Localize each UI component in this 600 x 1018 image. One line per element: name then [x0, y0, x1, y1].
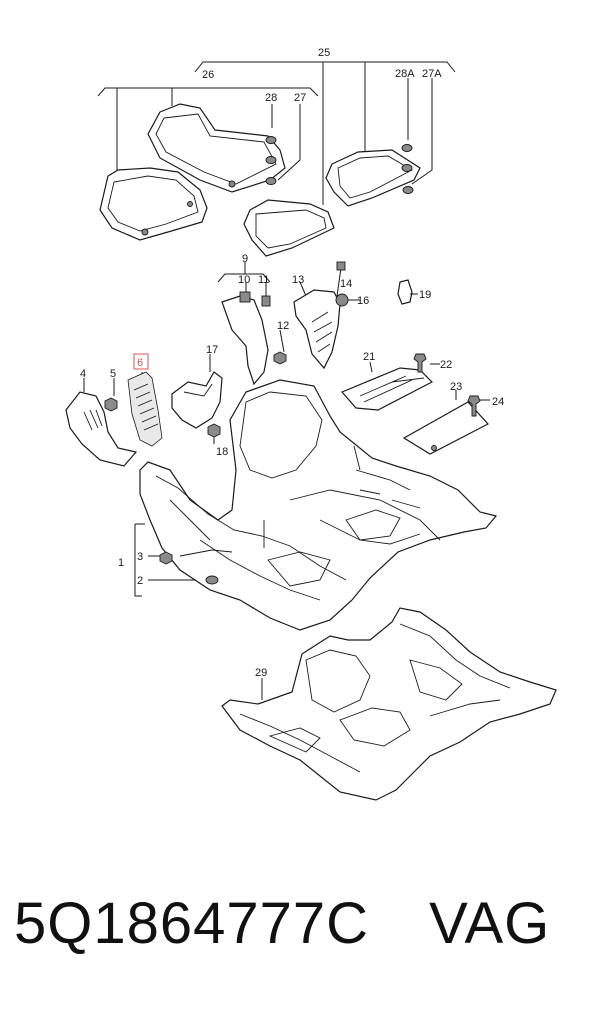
- callout-13: 13: [292, 274, 304, 286]
- floor-mat-front-left: [99, 167, 208, 241]
- pedal-bracket: [221, 295, 269, 386]
- footrest-plate: [127, 371, 163, 447]
- floor-carpet-29: [221, 607, 557, 801]
- clip-10-icon: [239, 291, 251, 303]
- callout-2: 2: [137, 575, 143, 587]
- clip-icon: [265, 156, 277, 164]
- floor-carpet: [139, 379, 498, 631]
- callout-14: 14: [340, 278, 352, 290]
- bracket-19: [397, 279, 413, 305]
- accelerator-pedal: [293, 289, 341, 370]
- callout-24: 24: [492, 396, 504, 408]
- part-number-code: 5Q1864777C: [14, 891, 370, 956]
- nut-3-icon: [159, 551, 173, 565]
- callout-labels: 25 26 28 27 28A 27A 9 10 11 12 13 14 16 …: [80, 47, 504, 679]
- footrest-bracket: [65, 391, 138, 467]
- callout-6-highlighted: 6: [137, 357, 143, 369]
- callout-19: 19: [419, 289, 431, 301]
- callout-1: 1: [118, 557, 124, 569]
- callout-4: 4: [80, 368, 86, 380]
- floor-mat-rear-left: [243, 199, 335, 257]
- callout-16: 16: [357, 295, 369, 307]
- callout-17: 17: [206, 344, 218, 356]
- callout-11: 11: [258, 274, 269, 286]
- clip-24-icon: [467, 395, 481, 417]
- nut-18-icon: [207, 423, 221, 438]
- callout-10: 10: [238, 274, 250, 286]
- clip-22-icon: [413, 353, 427, 373]
- insulation-pad-21: [340, 367, 434, 411]
- pedal-group: [217, 261, 418, 386]
- exploded-parts-diagram: 25 26 28 27 28A 27A 9 10 11 12 13 14 16 …: [65, 47, 557, 801]
- floor-mats-group: [97, 61, 456, 257]
- callout-5: 5: [110, 368, 116, 380]
- mat-fixing-icon: [141, 228, 149, 236]
- brand-name: VAG: [429, 891, 551, 956]
- floor-mat-front-right: [147, 103, 286, 193]
- clip-28-icon: [265, 136, 277, 144]
- floor-mat-rear-right: [325, 149, 421, 207]
- callout-28A: 28A: [395, 68, 415, 80]
- callout-26: 26: [202, 69, 214, 81]
- callout-27A: 27A: [422, 68, 442, 80]
- callout-21: 21: [363, 351, 375, 363]
- heat-shield-bracket: [171, 371, 223, 429]
- callout-28: 28: [265, 92, 277, 104]
- highlight-box: [133, 353, 149, 370]
- clip-27A-icon: [402, 186, 414, 194]
- plug-2-icon: [205, 575, 219, 585]
- callout-18: 18: [216, 446, 228, 458]
- callout-9: 9: [242, 253, 248, 265]
- mat-fixing-icon: [187, 201, 193, 207]
- mat-fixing-icon: [228, 180, 236, 188]
- insulation-group: [340, 353, 490, 455]
- callout-27: 27: [294, 92, 306, 104]
- clip-11-icon: [261, 295, 271, 307]
- nut-12-icon: [273, 351, 287, 365]
- mat-fixing-icon: [431, 445, 437, 451]
- callout-29: 29: [255, 667, 267, 679]
- footrest-group: [65, 354, 223, 467]
- part-number-caption: 5Q1864777C VAG: [14, 890, 550, 957]
- bolt-14-icon: [336, 261, 346, 271]
- clip-28A-icon: [401, 144, 413, 152]
- callout-3: 3: [137, 551, 143, 563]
- insulation-pad-23: [402, 401, 489, 455]
- callout-22: 22: [440, 359, 452, 371]
- nut-5-icon: [104, 397, 118, 412]
- callout-25: 25: [318, 47, 330, 59]
- floor-carpet-main: [134, 379, 498, 631]
- callout-23: 23: [450, 381, 462, 393]
- clip-icon: [401, 164, 413, 172]
- floor-carpet-secondary: [221, 607, 557, 801]
- cap-16-icon: [335, 293, 349, 307]
- clip-27-icon: [265, 177, 277, 185]
- callout-12: 12: [277, 320, 289, 332]
